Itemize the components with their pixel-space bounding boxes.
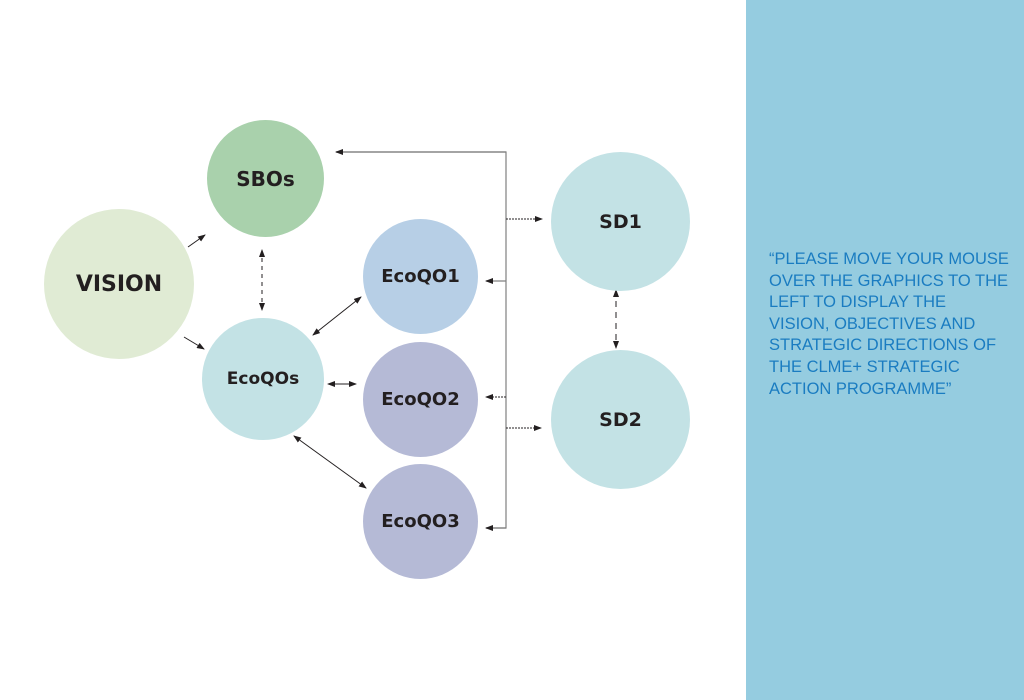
node-ecoqo1[interactable]: EcoQO1 [363, 219, 478, 334]
node-vision-label: VISION [75, 271, 163, 297]
node-sbos[interactable]: SBOs [207, 120, 324, 237]
node-ecoqo1-label: EcoQO1 [381, 266, 460, 287]
instruction-text: “PLEASE MOVE YOUR MOUSE OVER THE GRAPHIC… [769, 250, 1009, 398]
node-sd1[interactable]: SD1 [551, 152, 690, 291]
sap-diagram: VISION SBOs EcoQOs EcoQO1 EcoQO2 EcoQO3 … [44, 120, 690, 579]
info-panel: “PLEASE MOVE YOUR MOUSE OVER THE GRAPHIC… [746, 0, 1024, 700]
node-ecoqos-label: EcoQOs [226, 369, 300, 389]
node-ecoqo2[interactable]: EcoQO2 [363, 342, 478, 457]
node-sd2-label: SD2 [599, 408, 642, 431]
node-ecoqos[interactable]: EcoQOs [202, 318, 324, 440]
node-ecoqo2-label: EcoQO2 [381, 389, 460, 410]
arrow-vision-sbos [187, 234, 206, 248]
node-ecoqo3[interactable]: EcoQO3 [363, 464, 478, 579]
arrow-ecoqos-ecoqo3 [293, 435, 367, 489]
node-vision[interactable]: VISION [44, 209, 194, 359]
node-sd2[interactable]: SD2 [551, 350, 690, 489]
node-sbos-label: SBOs [236, 166, 295, 191]
connector-layer [183, 149, 619, 531]
node-sd1-label: SD1 [599, 210, 642, 233]
node-ecoqo3-label: EcoQO3 [381, 511, 460, 532]
arrow-vision-ecoqos [183, 336, 205, 350]
arrow-ecoqos-ecoqo1 [312, 296, 362, 336]
